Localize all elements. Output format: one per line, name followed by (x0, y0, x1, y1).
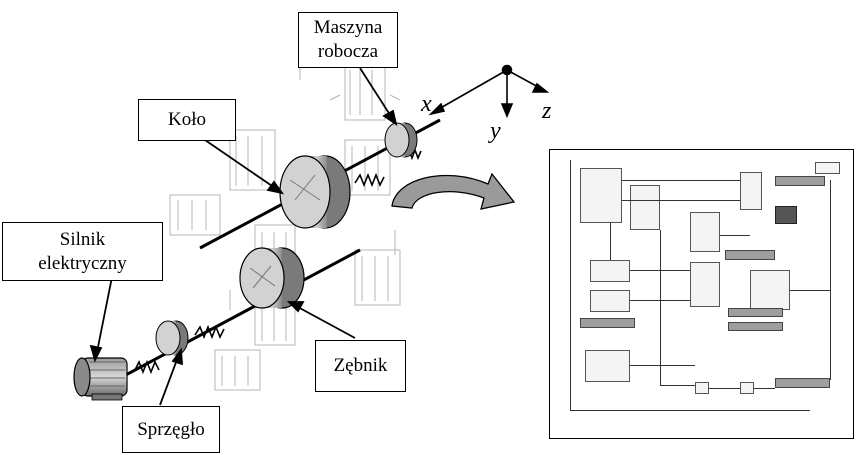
sim-wire (709, 388, 740, 389)
sim-wire (790, 290, 830, 291)
label-motor-line1: Silnik (60, 228, 105, 252)
simulink-model-panel (549, 149, 854, 439)
motor-body (74, 358, 127, 400)
transform-arrow (392, 174, 514, 209)
sim-block (630, 185, 660, 230)
label-motor: Silnik elektryczny (2, 222, 163, 281)
label-wheel: Koło (138, 99, 236, 141)
label-pinion: Zębnik (315, 340, 406, 392)
sim-block (728, 308, 783, 317)
machine-disc (385, 123, 417, 157)
sim-block (585, 350, 630, 382)
sim-block (740, 382, 754, 394)
sim-wire (570, 160, 571, 410)
pinion-disc (240, 248, 304, 308)
sim-wire (630, 270, 690, 271)
sim-wire (622, 200, 740, 201)
sim-block (580, 168, 622, 223)
sim-wire (610, 223, 611, 260)
label-wheel-text: Koło (168, 108, 206, 132)
sim-block (750, 270, 790, 310)
sim-wire (720, 235, 750, 236)
sim-block (725, 250, 775, 260)
label-coupling-text: Sprzęgło (137, 418, 205, 442)
sim-wire (660, 230, 661, 385)
axis-z-label: z (542, 98, 551, 125)
sim-wire (754, 388, 775, 389)
sim-wire (630, 300, 690, 301)
wheel-disc (280, 156, 350, 228)
sim-wire (660, 385, 695, 386)
sim-block (775, 206, 797, 224)
sim-block (580, 318, 635, 328)
sim-block (740, 172, 762, 210)
sim-block (590, 290, 630, 312)
label-machine: Maszyna robocza (298, 12, 398, 68)
sim-wire (622, 180, 740, 181)
sim-wire (830, 180, 831, 380)
sim-block (728, 322, 783, 331)
sim-block (690, 212, 720, 252)
label-coupling: Sprzęgło (122, 406, 220, 453)
sim-block (590, 260, 630, 282)
sim-block (775, 176, 825, 186)
label-pinion-text: Zębnik (334, 354, 388, 378)
label-motor-line2: elektryczny (38, 252, 127, 276)
sim-block (690, 262, 720, 307)
sim-block (695, 382, 709, 394)
sim-wire (630, 365, 695, 366)
axis-x-label: x (421, 91, 432, 118)
coordinate-axes (431, 66, 547, 117)
label-machine-line2: robocza (318, 40, 378, 64)
label-machine-line1: Maszyna (314, 16, 383, 40)
axis-y-label: y (490, 118, 501, 145)
sim-block (815, 162, 840, 174)
sim-block (775, 378, 830, 388)
coupling-disc (156, 321, 188, 355)
sim-wire (570, 410, 810, 411)
